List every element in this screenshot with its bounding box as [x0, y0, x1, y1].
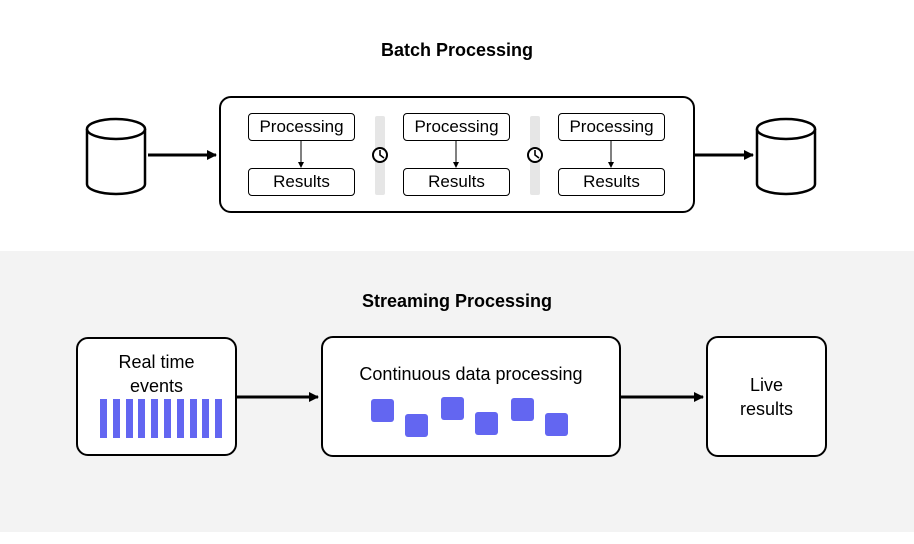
- event-tick: [138, 399, 146, 438]
- clock-icon: [527, 147, 543, 163]
- data-item: [405, 414, 428, 437]
- processing-box: Processing: [558, 113, 665, 141]
- live-results-box: [706, 336, 827, 457]
- results-box: Results: [558, 168, 665, 196]
- live-results-label-line2: results: [739, 399, 793, 419]
- data-item: [475, 412, 498, 435]
- database-icon: [85, 117, 147, 196]
- event-tick: [176, 399, 184, 438]
- batch-title: Batch Processing: [380, 40, 534, 60]
- results-box: Results: [403, 168, 510, 196]
- data-item: [511, 398, 534, 421]
- live-results-label: Live results: [706, 373, 827, 421]
- database-icon: [755, 117, 817, 196]
- results-box: Results: [248, 168, 355, 196]
- event-tick: [202, 399, 210, 438]
- processing-box: Processing: [403, 113, 510, 141]
- real-time-events-label-line2: events: [129, 376, 184, 396]
- event-tick: [151, 399, 159, 438]
- event-tick: [215, 399, 223, 438]
- data-item: [441, 397, 464, 420]
- continuous-processing-box: [321, 336, 621, 457]
- continuous-processing-label: Continuous data processing: [359, 364, 583, 384]
- processing-box: Processing: [248, 113, 355, 141]
- event-tick: [164, 399, 171, 438]
- event-tick: [100, 399, 107, 438]
- clock-icon: [372, 147, 388, 163]
- event-tick: [125, 399, 133, 438]
- event-tick: [112, 399, 120, 438]
- streaming-title: Streaming Processing: [361, 291, 553, 311]
- real-time-events-label-line1: Real time: [118, 352, 195, 372]
- data-item: [371, 399, 394, 422]
- data-item: [545, 413, 568, 436]
- real-time-events-label: Real time events: [76, 350, 237, 398]
- live-results-label-line1: Live: [749, 375, 784, 395]
- event-tick: [189, 399, 197, 438]
